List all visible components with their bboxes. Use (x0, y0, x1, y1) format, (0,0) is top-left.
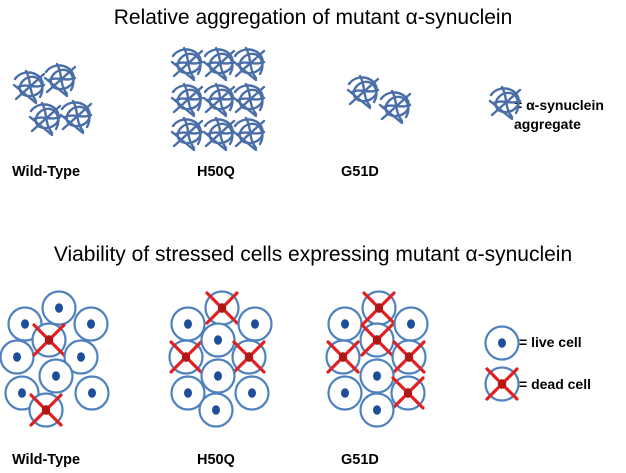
wildtype-cell-9 (74, 375, 110, 411)
h50q-cell-10 (198, 392, 234, 428)
legend-dead-cell-icon (484, 366, 520, 402)
h50q-cell-8 (200, 358, 236, 394)
g51d-cell-7 (327, 375, 363, 411)
h50q-cell-5 (200, 322, 236, 358)
h50q-aggregate-5 (202, 82, 236, 118)
wildtype-aggregate-4 (59, 99, 93, 135)
wildtype-cell-4 (0, 339, 35, 375)
aggregation-title: Relative aggregation of mutant α-synucle… (113, 6, 513, 29)
wildtype-cell-8 (38, 358, 74, 394)
wildtype-aggregation-label: Wild-Type (12, 164, 81, 180)
wildtype-cell-6 (63, 339, 99, 375)
g51d-aggregation-label: G51D (341, 164, 379, 180)
h50q-aggregate-7 (170, 116, 204, 152)
wildtype-cell-7 (4, 375, 40, 411)
h50q-aggregate-4 (170, 82, 204, 118)
g51d-aggregate-2 (378, 89, 412, 125)
g51d-cell-6 (391, 339, 427, 375)
h50q-cell-3 (237, 306, 273, 342)
h50q-aggregate-2 (202, 46, 236, 82)
g51d-cell-8 (359, 358, 395, 394)
wildtype-cell-5 (31, 322, 67, 358)
h50q-cell-2 (204, 290, 240, 326)
h50q-cell-1 (170, 306, 206, 342)
g51d-cell-2 (361, 290, 397, 326)
g51d-aggregate-1 (346, 74, 380, 110)
legend-live-text: = live cell (519, 334, 582, 350)
wildtype-aggregate-1 (12, 69, 46, 105)
g51d-cell-5 (359, 322, 395, 358)
legend-aggregate-icon (488, 85, 522, 121)
wildtype-cell-10 (28, 392, 64, 428)
g51d-cell-10 (359, 392, 395, 428)
h50q-aggregate-6 (232, 82, 266, 118)
h50q-aggregate-1 (170, 46, 204, 82)
wildtype-cell-2 (41, 290, 77, 326)
legend-aggregate-line2: aggregate (514, 116, 581, 132)
legend-live-cell-icon (484, 325, 520, 361)
wildtype-cell-3 (73, 306, 109, 342)
legend-aggregate-line1: = α-synuclein (514, 97, 604, 113)
wildtype-aggregate-2 (43, 62, 77, 98)
h50q-aggregate-3 (232, 46, 266, 82)
h50q-aggregate-8 (202, 116, 236, 152)
legend-dead-text: = dead cell (519, 376, 591, 392)
h50q-cell-4 (168, 339, 204, 375)
h50q-cell-7 (170, 375, 206, 411)
h50q-aggregate-9 (232, 116, 266, 152)
g51d-cell-9 (390, 375, 426, 411)
g51d-cell-1 (327, 306, 363, 342)
h50q-viability-label: H50Q (197, 452, 235, 468)
g51d-cell-3 (393, 306, 429, 342)
h50q-aggregation-label: H50Q (197, 164, 235, 180)
g51d-viability-label: G51D (341, 452, 379, 468)
h50q-cell-9 (234, 375, 270, 411)
g51d-cell-4 (325, 339, 361, 375)
h50q-cell-6 (231, 339, 267, 375)
wildtype-aggregate-3 (28, 101, 62, 137)
viability-title: Viability of stressed cells expressing m… (53, 243, 573, 266)
wildtype-viability-label: Wild-Type (12, 452, 81, 468)
